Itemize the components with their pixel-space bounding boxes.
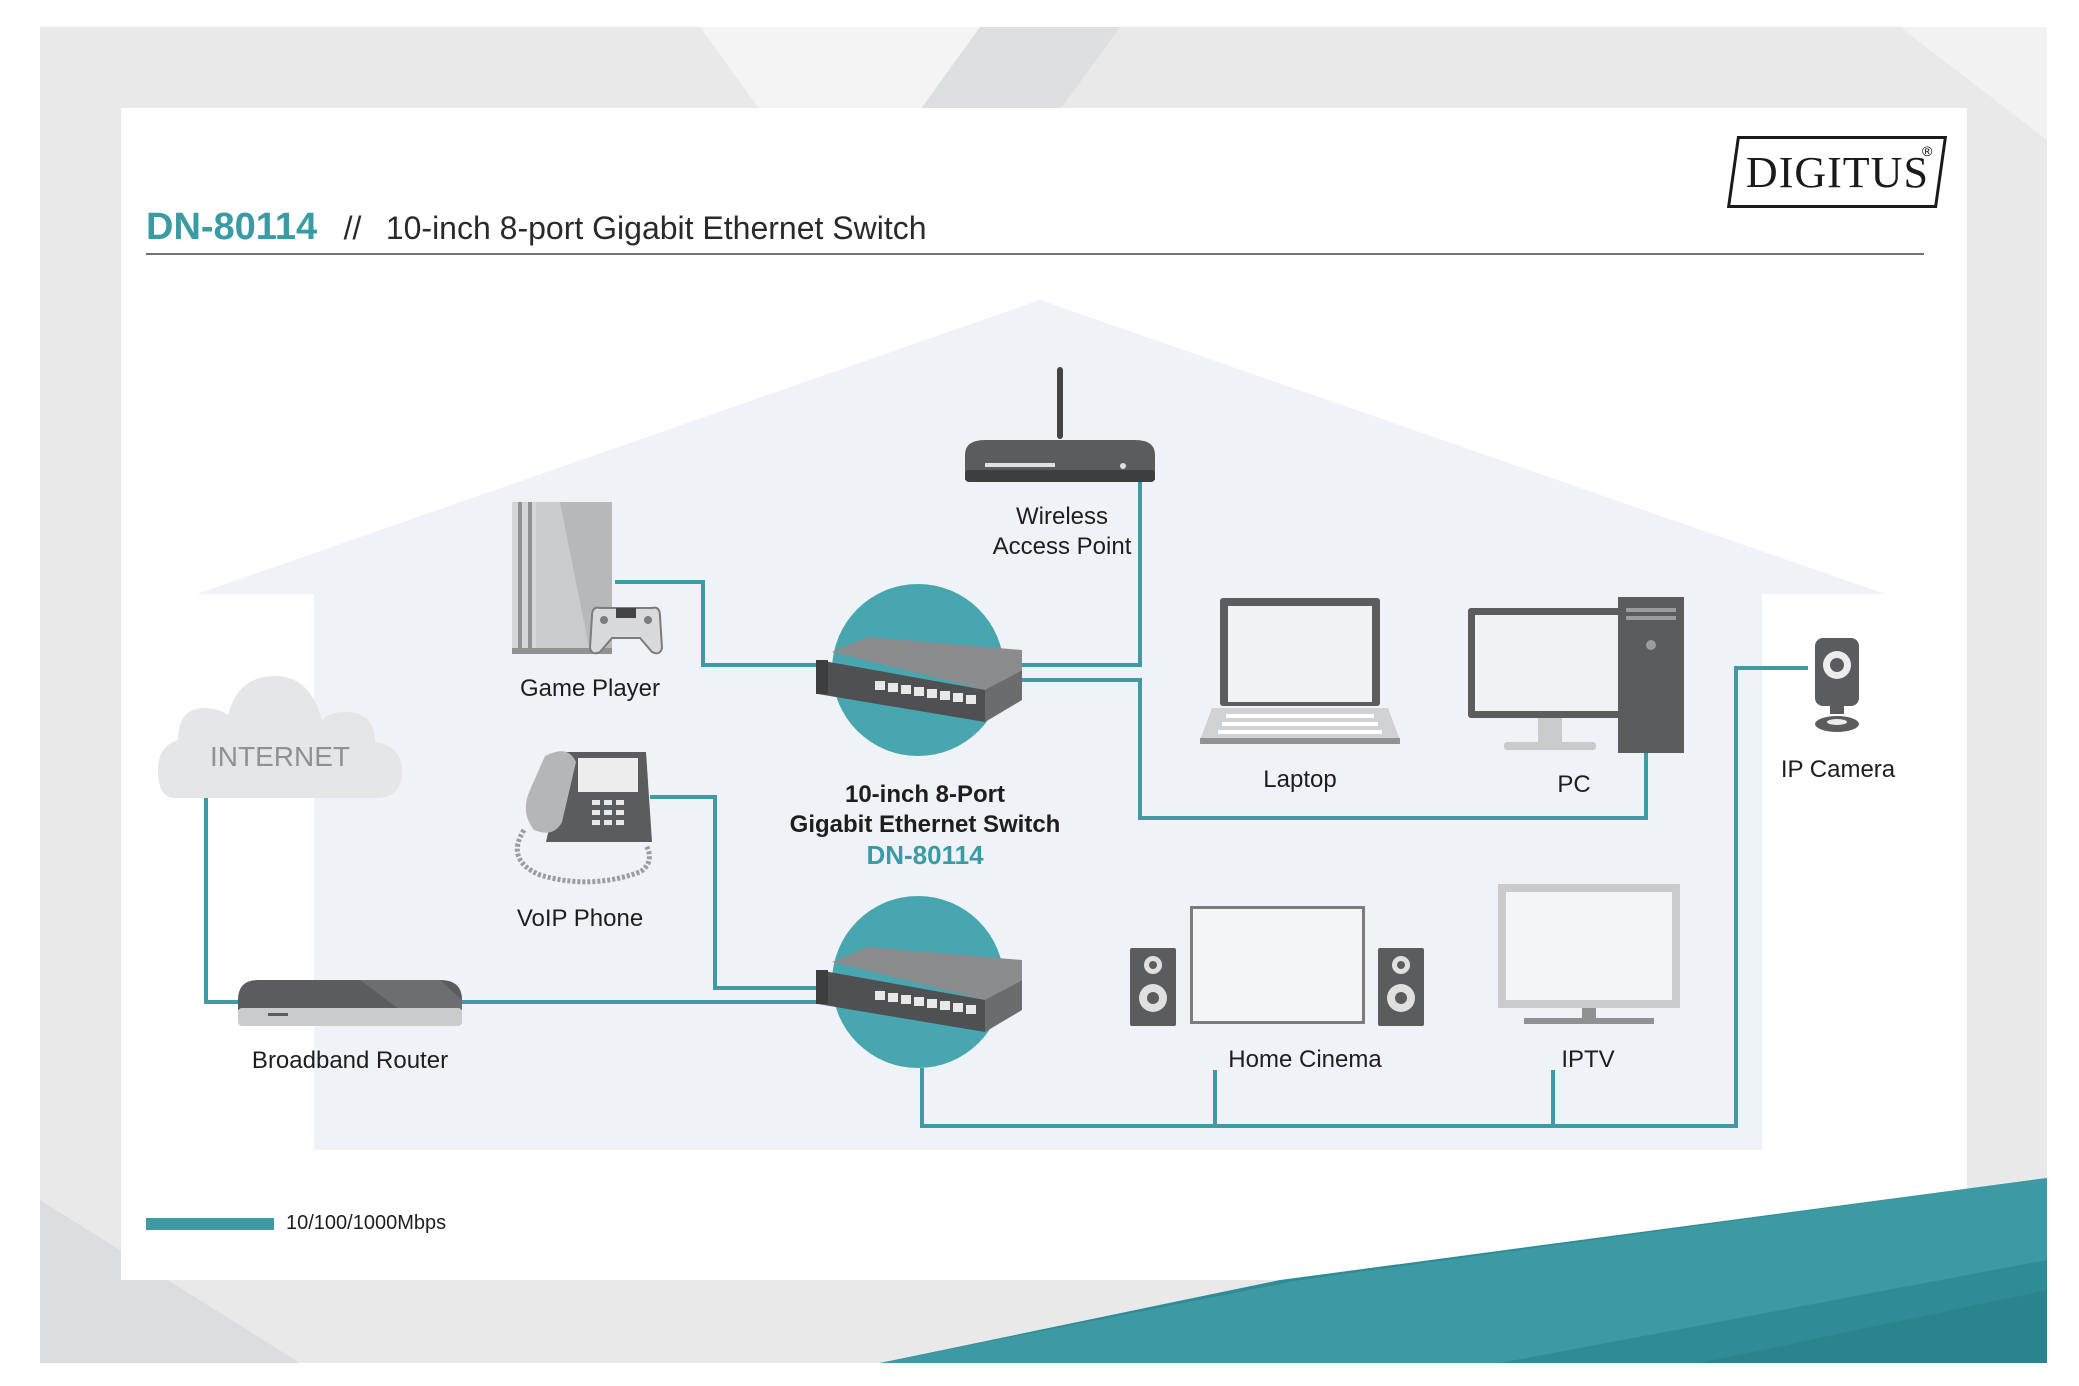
ip-camera-label: IP Camera (1780, 756, 1896, 783)
legend-swatch (146, 1217, 274, 1230)
voip-phone-icon (514, 751, 652, 885)
internet-label: INTERNET (210, 741, 350, 772)
broadband-router-icon (238, 980, 462, 1026)
brand-registered: ® (1921, 143, 1932, 159)
title-model: DN-80114 (146, 206, 318, 248)
link-laptop-pc (1016, 678, 1648, 820)
switch-label: 10-inch 8-Port Gigabit Ethernet Switch D… (790, 780, 1061, 870)
title-separator: // (343, 210, 362, 246)
voip-phone-label: VoIP Phone (516, 905, 644, 932)
broadband-router-label: Broadband Router (251, 1047, 449, 1074)
home-cinema-icon (1130, 906, 1424, 1026)
laptop-icon (1200, 598, 1400, 744)
game-player-icon (512, 502, 664, 655)
wireless-ap-label: Wireless Access Point (993, 502, 1132, 562)
home-cinema-label: Home Cinema (1228, 1046, 1382, 1073)
legend: 10/100/1000Mbps (146, 1212, 446, 1235)
link-internet-router (204, 796, 240, 1004)
switch-top-icon (816, 637, 1022, 722)
switch-label-line1: 10-inch 8-Port (844, 781, 1006, 808)
speaker-left-icon (1130, 948, 1176, 1026)
link-voip (650, 795, 818, 990)
switch-bottom-icon (816, 947, 1022, 1032)
connection-lines (204, 478, 1808, 1128)
internet-cloud-icon (158, 676, 402, 798)
link-bottom-bus (920, 666, 1808, 1128)
legend-label: 10/100/1000Mbps (286, 1212, 447, 1234)
link-wireless-ap (1016, 478, 1142, 667)
link-game-player (615, 580, 818, 667)
brand-logo: DIGITUS ® (1726, 136, 1948, 208)
iptv-icon (1498, 884, 1680, 1024)
house-shape (197, 300, 1885, 1150)
page-title: DN-80114 // 10-inch 8-port Gigabit Ether… (146, 206, 927, 249)
title-description: 10-inch 8-port Gigabit Ethernet Switch (385, 210, 927, 246)
game-player-label: Game Player (519, 675, 661, 702)
switch-label-model: DN-80114 (866, 840, 984, 870)
ip-camera-icon (1815, 638, 1859, 732)
wireless-ap-label-line2: Access Point (992, 533, 1132, 560)
switch-label-line2: Gigabit Ethernet Switch (789, 811, 1061, 838)
wireless-ap-label-line1: Wireless (1015, 503, 1109, 530)
speaker-right-icon (1378, 948, 1424, 1026)
pc-label: PC (1557, 771, 1591, 798)
iptv-label: IPTV (1561, 1046, 1615, 1073)
pc-icon (1468, 597, 1684, 753)
brand-name: DIGITUS (1745, 147, 1929, 197)
wireless-access-point-icon (965, 367, 1155, 482)
laptop-label: Laptop (1263, 766, 1337, 793)
